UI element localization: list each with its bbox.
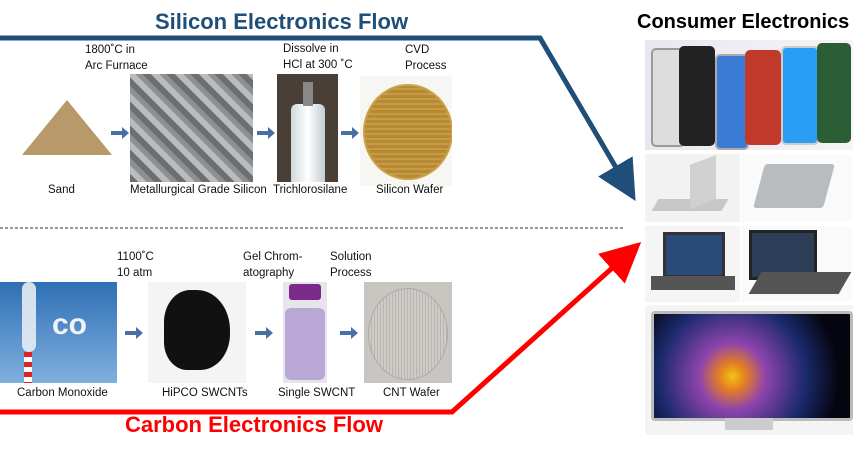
arrow-right-icon (341, 127, 359, 139)
trichlorosilane-image (277, 74, 338, 182)
carbon-step-hipco: 1100˚C 10 atm (117, 251, 154, 279)
label-metallurgical-silicon: Metallurgical Grade Silicon (130, 184, 267, 196)
carbon-flow-line (0, 241, 642, 415)
arrow-right-icon (255, 327, 273, 339)
arrow-right-icon (257, 127, 275, 139)
curved-tv-image (645, 305, 853, 435)
laptop-image-2 (741, 154, 852, 222)
silicon-wafer-image (360, 76, 452, 186)
arrow-right-icon (340, 327, 358, 339)
arrow-right-icon (125, 327, 143, 339)
cnt-wafer-image (364, 282, 452, 383)
sand-image (22, 100, 112, 158)
carbon-step-solution-process: Solution Process (330, 251, 372, 279)
label-trichlorosilane: Trichlorosilane (273, 184, 348, 196)
metallurgical-silicon-image (130, 74, 253, 182)
hp-laptop-image (741, 226, 852, 302)
carbon-step-gel-chromatography: Gel Chrom- atography (243, 251, 303, 279)
silicon-step-dissolve-hcl: Dissolve in HCl at 300 ˚C (283, 43, 353, 71)
hipco-swcnt-image (148, 282, 246, 383)
label-carbon-monoxide: Carbon Monoxide (17, 387, 108, 399)
label-sand: Sand (48, 184, 75, 196)
silicon-flow-line (0, 35, 636, 201)
laptop-image-1 (645, 154, 740, 222)
carbon-flow-title: Carbon Electronics Flow (125, 412, 383, 437)
smartphones-image (645, 40, 853, 150)
single-swcnt-image (283, 282, 327, 383)
carbon-monoxide-image: co (0, 282, 117, 383)
laptop-image-3 (645, 226, 740, 302)
silicon-step-arc-furnace: 1800˚C in Arc Furnace (85, 44, 148, 72)
silicon-step-cvd: CVD Process (405, 44, 447, 72)
co-cloud-graphic: co (52, 308, 88, 341)
arrow-right-icon (111, 127, 129, 139)
consumer-electronics-title: Consumer Electronics (637, 11, 850, 33)
label-silicon-wafer: Silicon Wafer (376, 184, 444, 196)
label-single-swcnt: Single SWCNT (278, 387, 356, 399)
silicon-flow-title: Silicon Electronics Flow (155, 9, 409, 34)
label-hipco-swcnts: HiPCO SWCNTs (162, 387, 248, 399)
label-cnt-wafer: CNT Wafer (383, 387, 440, 399)
